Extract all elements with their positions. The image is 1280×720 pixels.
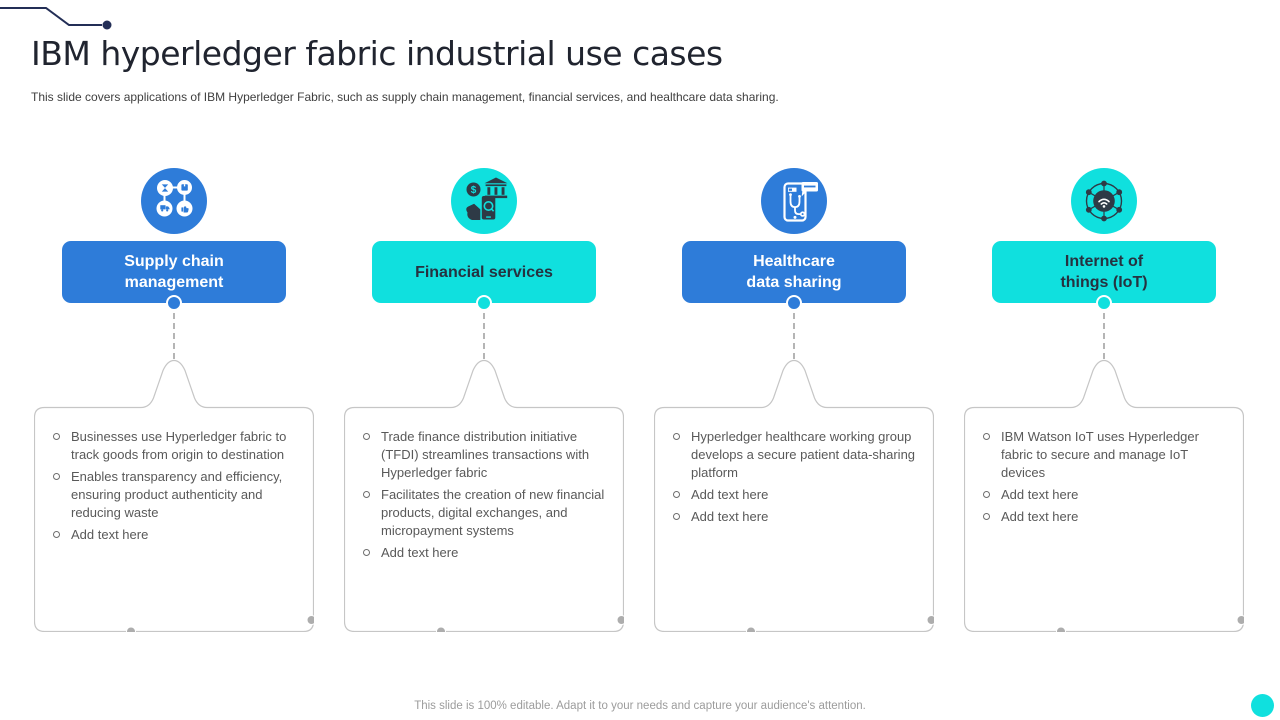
list-item: Add text here: [673, 486, 917, 504]
box-corner-dot: [746, 626, 756, 632]
use-case-label-iot: Internet of things (IoT): [992, 241, 1216, 303]
bullet-text: Add text here: [381, 545, 459, 560]
dashed-connector: [483, 313, 485, 359]
box-corner-dot: [616, 615, 624, 625]
bullet-icon: [53, 531, 60, 538]
bullet-icon: [673, 513, 680, 520]
bullet-list: Businesses use Hyperledger fabric to tra…: [53, 428, 297, 548]
corner-line-decoration: [0, 7, 112, 30]
list-item: Facilitates the creation of new financia…: [363, 486, 607, 540]
bullet-icon: [363, 549, 370, 556]
callout-box-outline: [654, 359, 934, 632]
bullet-icon: [363, 433, 370, 440]
footer-note: This slide is 100% editable. Adapt it to…: [414, 700, 866, 712]
box-corner-dot: [1236, 615, 1244, 625]
bullet-list: IBM Watson IoT uses Hyperledger fabric t…: [983, 428, 1227, 530]
bullet-text: Hyperledger healthcare working group dev…: [691, 429, 916, 480]
bullet-text: Trade finance distribution initiative (T…: [381, 429, 590, 480]
healthcare-data-sharing-icon: [761, 168, 827, 234]
box-corner-dot: [306, 615, 314, 625]
list-item: Hyperledger healthcare working group dev…: [673, 428, 917, 482]
label-anchor-dot: [786, 295, 802, 311]
dashed-connector: [173, 313, 175, 359]
bullet-text: Businesses use Hyperledger fabric to tra…: [71, 429, 287, 462]
bullet-icon: [673, 433, 680, 440]
use-case-label-text: Financial services: [415, 263, 553, 281]
column-internet-of-things: Internet of things (IoT) IBM Watson IoT …: [949, 0, 1259, 660]
bullet-text: IBM Watson IoT uses Hyperledger fabric t…: [1001, 429, 1199, 480]
callout-box-outline: [964, 359, 1244, 632]
label-anchor-dot: [166, 295, 182, 311]
box-corner-dot: [126, 626, 136, 632]
bullet-list: Hyperledger healthcare working group dev…: [673, 428, 917, 530]
list-item: Add text here: [363, 544, 607, 562]
bullet-text: Enables transparency and efficiency, ens…: [71, 469, 283, 520]
list-item: Add text here: [53, 526, 297, 544]
bullet-icon: [53, 433, 60, 440]
bullet-list: Trade finance distribution initiative (T…: [363, 428, 607, 566]
callout-box-outline: [34, 359, 314, 632]
list-item: Trade finance distribution initiative (T…: [363, 428, 607, 482]
column-healthcare-data-sharing: Healthcare data sharing Hyperledger heal…: [639, 0, 949, 660]
bullet-text: Add text here: [1001, 487, 1079, 502]
use-case-label-text: Healthcare data sharing: [746, 253, 842, 291]
bullet-text: Facilitates the creation of new financia…: [381, 487, 605, 538]
page-title: IBM hyperledger fabric industrial use ca…: [31, 34, 723, 73]
label-anchor-dot: [476, 295, 492, 311]
use-case-label-healthcare: Healthcare data sharing: [682, 241, 906, 303]
label-anchor-dot: [1096, 295, 1112, 311]
callout-box-outline: [344, 359, 624, 632]
box-corner-dot: [1056, 626, 1066, 632]
bottom-right-dot-decoration: [1251, 694, 1274, 717]
dashed-connector: [1103, 313, 1105, 359]
bullet-text: Add text here: [71, 527, 149, 542]
svg-text:$: $: [471, 185, 477, 196]
list-item: IBM Watson IoT uses Hyperledger fabric t…: [983, 428, 1227, 482]
bullet-text: Add text here: [691, 509, 769, 524]
list-item: Add text here: [983, 486, 1227, 504]
bullet-icon: [983, 491, 990, 498]
financial-services-icon: $: [451, 168, 517, 234]
supply-chain-icon: [141, 168, 207, 234]
bullet-icon: [983, 433, 990, 440]
column-financial-services: $ Financial services Trade finance distr…: [329, 0, 639, 660]
bullet-text: Add text here: [1001, 509, 1079, 524]
bullet-text: Add text here: [691, 487, 769, 502]
dashed-connector: [793, 313, 795, 359]
internet-of-things-icon: [1071, 168, 1137, 234]
use-case-label-supply-chain: Supply chain management: [62, 241, 286, 303]
page-subtitle: This slide covers applications of IBM Hy…: [31, 90, 779, 104]
list-item: Add text here: [673, 508, 917, 526]
box-corner-dot: [436, 626, 446, 632]
use-case-label-text: Supply chain management: [124, 253, 224, 291]
bullet-icon: [363, 491, 370, 498]
list-item: Businesses use Hyperledger fabric to tra…: [53, 428, 297, 464]
use-case-label-financial-services: Financial services: [372, 241, 596, 303]
corner-line-dot: [102, 20, 112, 30]
list-item: Enables transparency and efficiency, ens…: [53, 468, 297, 522]
box-corner-dot: [926, 615, 934, 625]
column-supply-chain: Supply chain management Businesses use H…: [19, 0, 329, 660]
list-item: Add text here: [983, 508, 1227, 526]
bullet-icon: [983, 513, 990, 520]
use-case-label-text: Internet of things (IoT): [1060, 253, 1148, 291]
bullet-icon: [673, 491, 680, 498]
bullet-icon: [53, 473, 60, 480]
